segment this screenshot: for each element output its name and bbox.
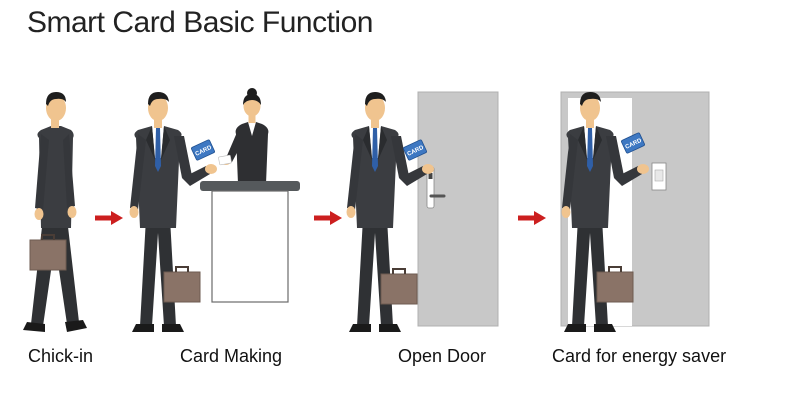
- card-icon: CARD: [191, 139, 215, 160]
- step-label-open-door: Open Door: [398, 346, 486, 367]
- step-1-check-in-scene: [23, 92, 87, 332]
- receptionist-figure: [221, 88, 268, 184]
- step-2-card-making-scene: CARD: [130, 88, 301, 332]
- step-label-energy-saver: Card for energy saver: [552, 346, 726, 367]
- step-label-check-in: Chick-in: [28, 346, 93, 367]
- card-icon: [218, 155, 231, 165]
- briefcase: [30, 235, 66, 270]
- step-label-card-making: Card Making: [180, 346, 282, 367]
- briefcase: [597, 267, 633, 302]
- step-4-energy-saver-scene: CARD: [561, 92, 709, 332]
- energy-saver-switch: [652, 163, 666, 190]
- briefcase: [381, 269, 417, 304]
- door: [418, 92, 498, 326]
- step-3-open-door-scene: CARD: [347, 92, 499, 332]
- reception-counter: [200, 181, 300, 302]
- arrow-2: [314, 211, 342, 225]
- businessman-figure: [23, 92, 87, 332]
- briefcase: [164, 267, 200, 302]
- arrow-1: [95, 211, 123, 225]
- arrow-3: [518, 211, 546, 225]
